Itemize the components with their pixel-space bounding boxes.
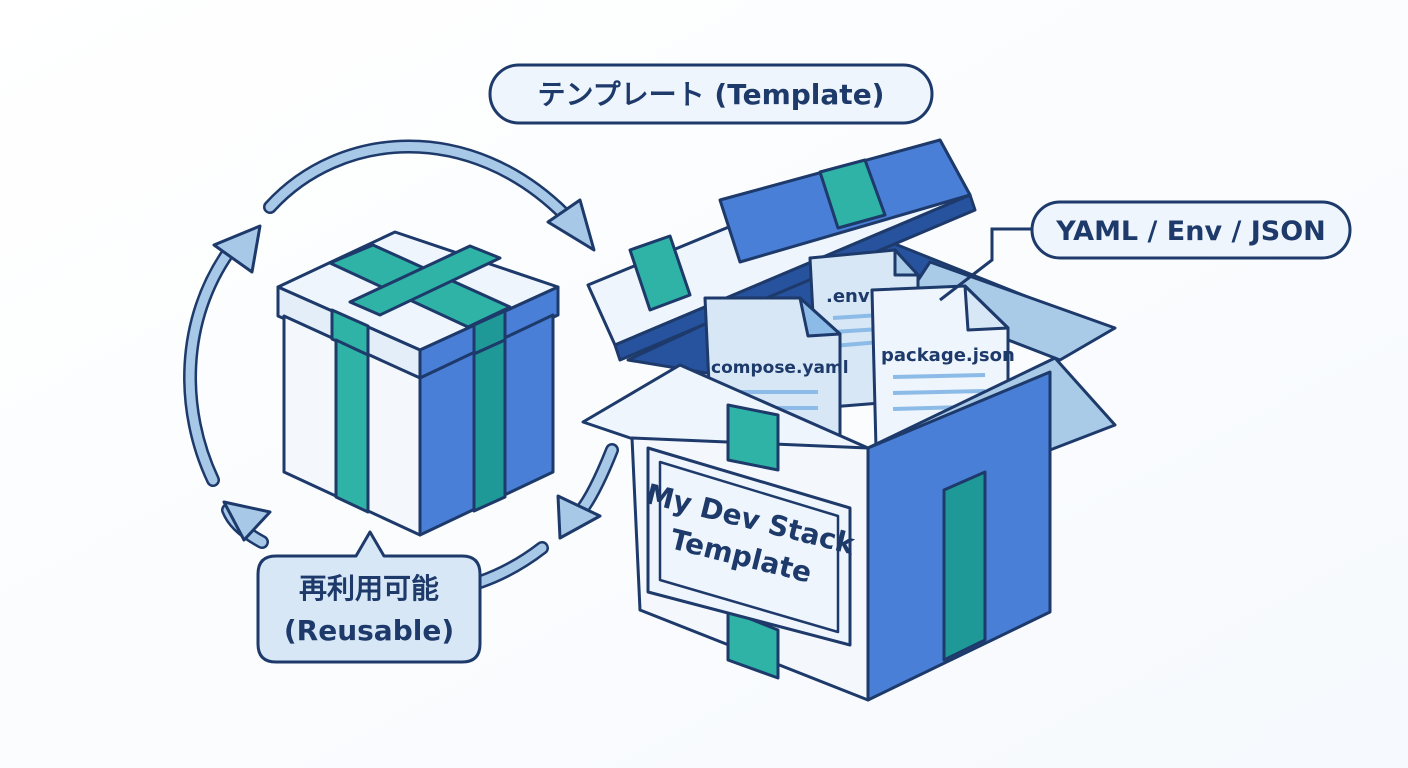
- file-name-compose-yaml: compose.yaml: [711, 358, 849, 378]
- reusable-label-jp: 再利用可能: [299, 572, 439, 605]
- template-title: テンプレート (Template): [538, 78, 885, 111]
- reuse-cycle-arrows: [183, 139, 619, 589]
- arrow-top: [263, 139, 596, 252]
- formats-label: YAML / Env / JSON: [1055, 216, 1326, 247]
- file-name-env: .env: [826, 286, 870, 307]
- lid: [586, 138, 977, 362]
- arrow-right: [556, 443, 619, 540]
- box-label-plate: [646, 446, 852, 647]
- open-box-front: [581, 356, 1117, 702]
- reusable-callout: 再利用可能 (Reusable): [256, 530, 482, 664]
- arrow-left: [183, 224, 262, 487]
- closed-gift-box: [276, 230, 560, 537]
- arrow-bottom: [221, 500, 549, 589]
- reusable-label-en: (Reusable): [284, 614, 454, 647]
- file-name-package-json: package.json: [881, 345, 1015, 366]
- formats-callout: YAML / Env / JSON: [939, 200, 1352, 302]
- template-pill: テンプレート (Template): [488, 63, 934, 125]
